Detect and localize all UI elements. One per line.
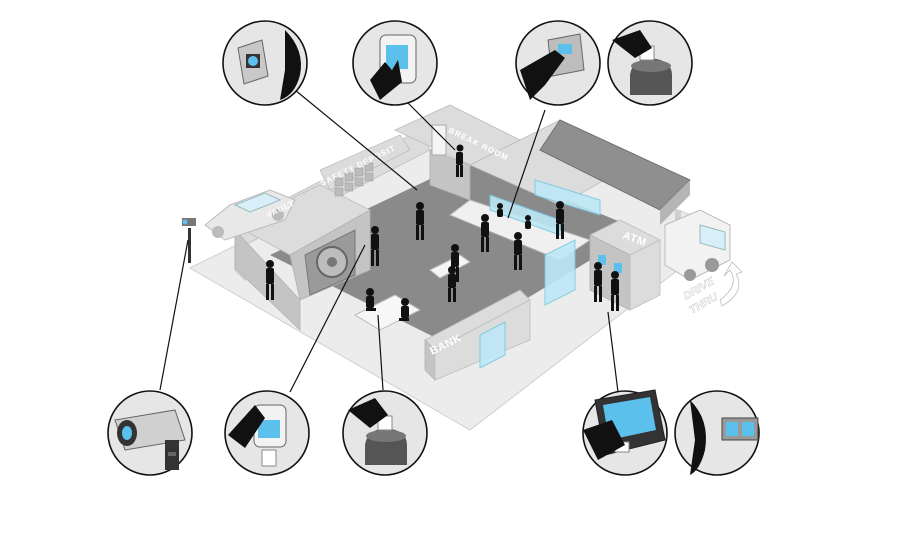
callout-security-camera xyxy=(107,390,193,476)
person xyxy=(556,201,564,239)
face-camera-icon xyxy=(690,400,759,475)
person xyxy=(266,260,274,300)
person xyxy=(366,288,376,311)
outdoor-camera-pole xyxy=(182,218,196,263)
camera-icon xyxy=(114,409,186,470)
drive-thru-roof-edge xyxy=(660,180,690,225)
person xyxy=(456,144,464,177)
atm-card-icon xyxy=(583,389,666,460)
person xyxy=(525,215,531,229)
drive-thru-arrow-icon xyxy=(719,261,743,307)
atm-kiosk-side xyxy=(629,239,661,311)
person xyxy=(611,271,619,311)
safety-deposit-wall xyxy=(319,134,411,191)
card-reader-icon xyxy=(348,398,407,465)
callout-card-reader-bottom xyxy=(342,390,428,476)
teller-glass xyxy=(489,194,561,236)
person xyxy=(497,203,503,217)
bank-entrance-door xyxy=(479,321,506,369)
person xyxy=(371,226,379,266)
person xyxy=(399,298,409,321)
card-reader-icon xyxy=(612,30,672,95)
atm-screen-1 xyxy=(598,255,606,265)
atm-screen-2 xyxy=(614,263,622,273)
fingerprint-reader-icon xyxy=(520,33,585,100)
atm-glass-partition xyxy=(544,239,576,306)
person xyxy=(448,266,456,302)
people xyxy=(266,144,619,321)
callout-card-reader-top xyxy=(607,20,693,106)
safety-deposit-boxes xyxy=(334,162,374,197)
drive-thru-van xyxy=(664,209,731,281)
break-room-fridge xyxy=(431,124,447,156)
person xyxy=(594,262,602,302)
callout-atm-face-camera xyxy=(674,390,760,476)
back-office-glass xyxy=(534,179,601,216)
callout-fingerprint-reader xyxy=(515,20,601,106)
hand-reader-icon xyxy=(370,34,417,100)
iris-scanner-icon xyxy=(237,30,301,100)
person xyxy=(416,202,424,240)
callout-atm-card-slot xyxy=(582,389,668,476)
person xyxy=(514,232,522,270)
center-kiosk xyxy=(429,254,471,279)
card-terminal-icon xyxy=(228,404,287,467)
callout-iris-scanner xyxy=(222,20,308,106)
parked-car xyxy=(204,189,296,241)
callout-handprint-reader xyxy=(352,20,438,106)
person xyxy=(481,214,489,252)
leader-lines xyxy=(159,89,619,393)
callout-card-terminal xyxy=(224,390,310,476)
